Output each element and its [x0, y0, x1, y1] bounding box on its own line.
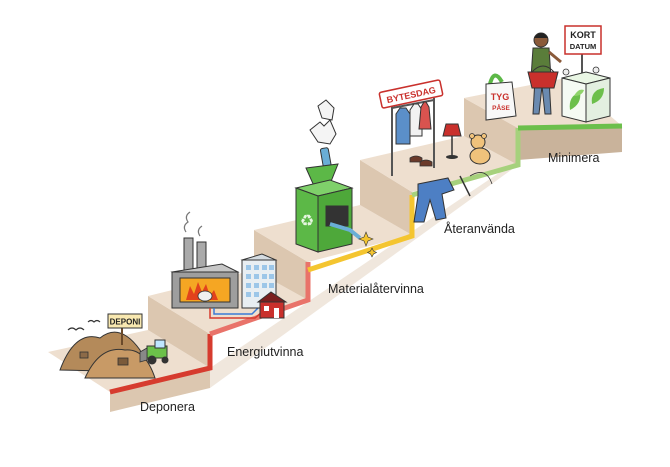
kort-datum-sign-line1: KORT [570, 30, 596, 40]
plastic-bag-icon [309, 119, 337, 145]
step-label-energiutvinna: Energiutvinna [227, 345, 304, 359]
edge-line-minimera [517, 123, 623, 131]
deponi-sign-text: DEPONI [110, 318, 141, 327]
tractor-blade [139, 347, 148, 363]
edge-line-deponera [109, 334, 213, 395]
teddy-bear-ear [469, 133, 475, 139]
step-label-materialatervinna: Materialåtervinna [328, 282, 424, 296]
shoes-icon [409, 155, 423, 163]
smoke-icon [183, 211, 191, 233]
step-label-deponera: Deponera [140, 400, 195, 414]
teddy-bear-ear [481, 133, 487, 139]
tote-bag-text-2: PÅSE [492, 103, 510, 112]
lamp-base [446, 155, 458, 159]
kort-datum-sign-board [564, 25, 602, 55]
jeans-icon [413, 177, 455, 223]
tote-bag-handle [488, 73, 504, 85]
step-label-ateranvanda: Återanvända [444, 222, 515, 236]
plastic-bag-icon [317, 99, 335, 121]
house-front [259, 301, 285, 319]
tote-bag-icon [485, 81, 517, 121]
basket-handle [531, 65, 555, 73]
clothes-rail [391, 99, 435, 109]
leaf-icon [574, 89, 584, 96]
tractor-wheel [161, 356, 169, 364]
bird-icon [67, 327, 85, 331]
output-slot [325, 205, 349, 227]
bytesdag-sign-board [378, 79, 444, 109]
jacket-icon [395, 107, 411, 145]
needle-icon [459, 175, 471, 197]
step-label-minimera: Minimera [548, 151, 600, 165]
person-arm [548, 50, 562, 64]
thread [469, 172, 493, 185]
staircase-side [518, 126, 622, 160]
bird-icon [87, 319, 101, 323]
step-3-riser [254, 230, 308, 300]
teddy-bear-body [469, 147, 491, 165]
sparkle-icon [366, 247, 378, 258]
tote-bag-text-1: TYG [491, 92, 510, 102]
leaf-icon [591, 88, 604, 104]
step-4-riser [360, 160, 412, 235]
heat-pipe-blue [213, 307, 259, 315]
apartment-windows [246, 265, 274, 297]
house-door [274, 308, 279, 318]
kort-datum-sign-line2: DATUM [570, 42, 597, 51]
chimney [183, 237, 194, 273]
shoes-icon [419, 159, 433, 167]
edge-line-materialatervinna [307, 195, 415, 273]
leaf-icon [569, 92, 581, 110]
deponi-sign-board [107, 313, 143, 329]
minimize-illustration: TYG PÅSE KORT DATUM [485, 25, 611, 123]
shopping-basket-icon [527, 71, 559, 89]
tractor-wheel [147, 355, 157, 365]
smoke-icon [197, 225, 203, 237]
heat-pipe-red [209, 308, 263, 319]
reuse-illustration: BYTESDAG [378, 79, 493, 223]
output-items [329, 222, 362, 240]
house-window [264, 306, 269, 311]
person-hair [534, 33, 548, 38]
fire-icon [186, 282, 218, 300]
jar-icon [592, 66, 600, 74]
landfill-debris [117, 357, 129, 366]
sparkle-icon [358, 231, 374, 247]
lamp-shade [442, 123, 462, 137]
waste-bag [197, 290, 213, 302]
landfill-debris-2 [79, 351, 89, 359]
step-1-front [110, 368, 210, 412]
tractor-cab [154, 339, 166, 349]
landfill-illustration: DEPONI [59, 313, 169, 379]
dress-icon [418, 101, 432, 130]
step-5-riser [464, 98, 518, 165]
energy-plant-illustration [170, 211, 288, 319]
step-2-riser [148, 296, 210, 368]
recycling-machine-illustration: ♻ [294, 99, 378, 258]
edge-line-energiutvinna [209, 262, 311, 337]
recycle-symbol-icon: ♻ [300, 213, 314, 230]
jar-icon [562, 68, 570, 76]
